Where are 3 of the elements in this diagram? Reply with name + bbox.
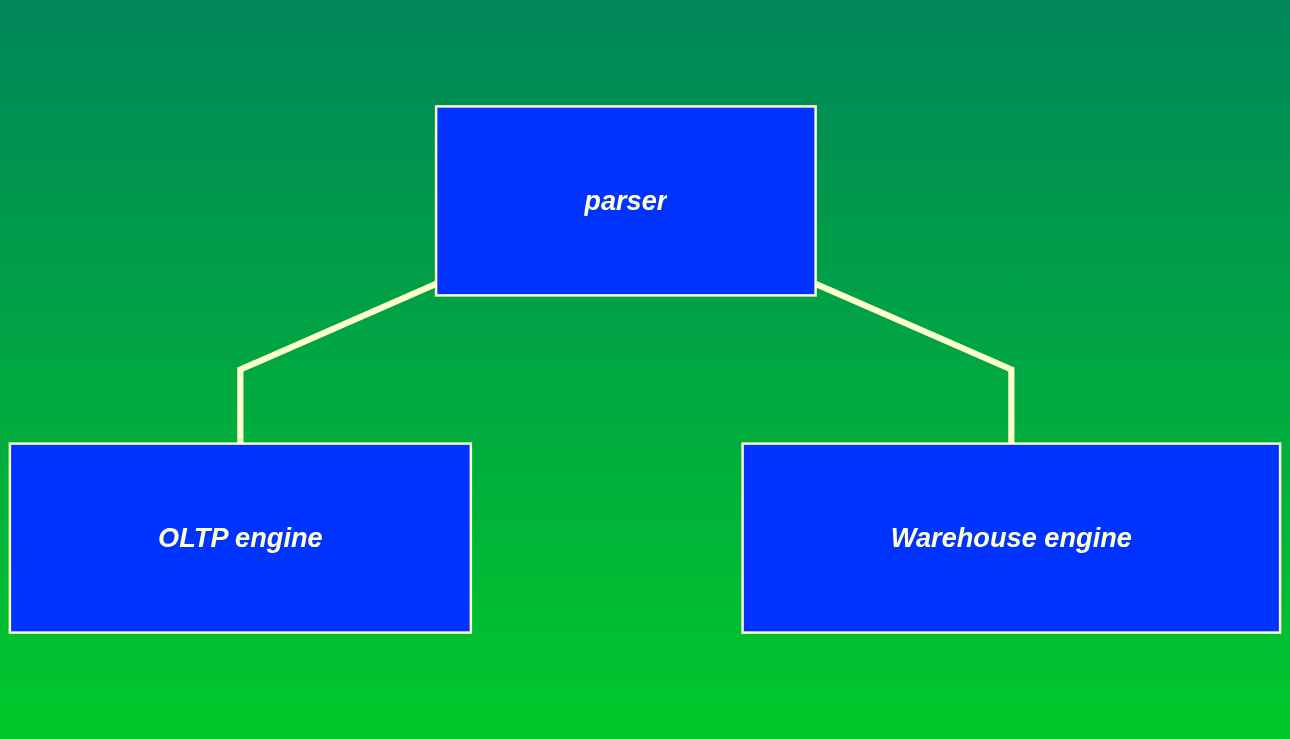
connector (237, 281, 438, 444)
node-box: Warehouse engine (741, 442, 1282, 634)
node-box: OLTP engine (8, 442, 473, 634)
